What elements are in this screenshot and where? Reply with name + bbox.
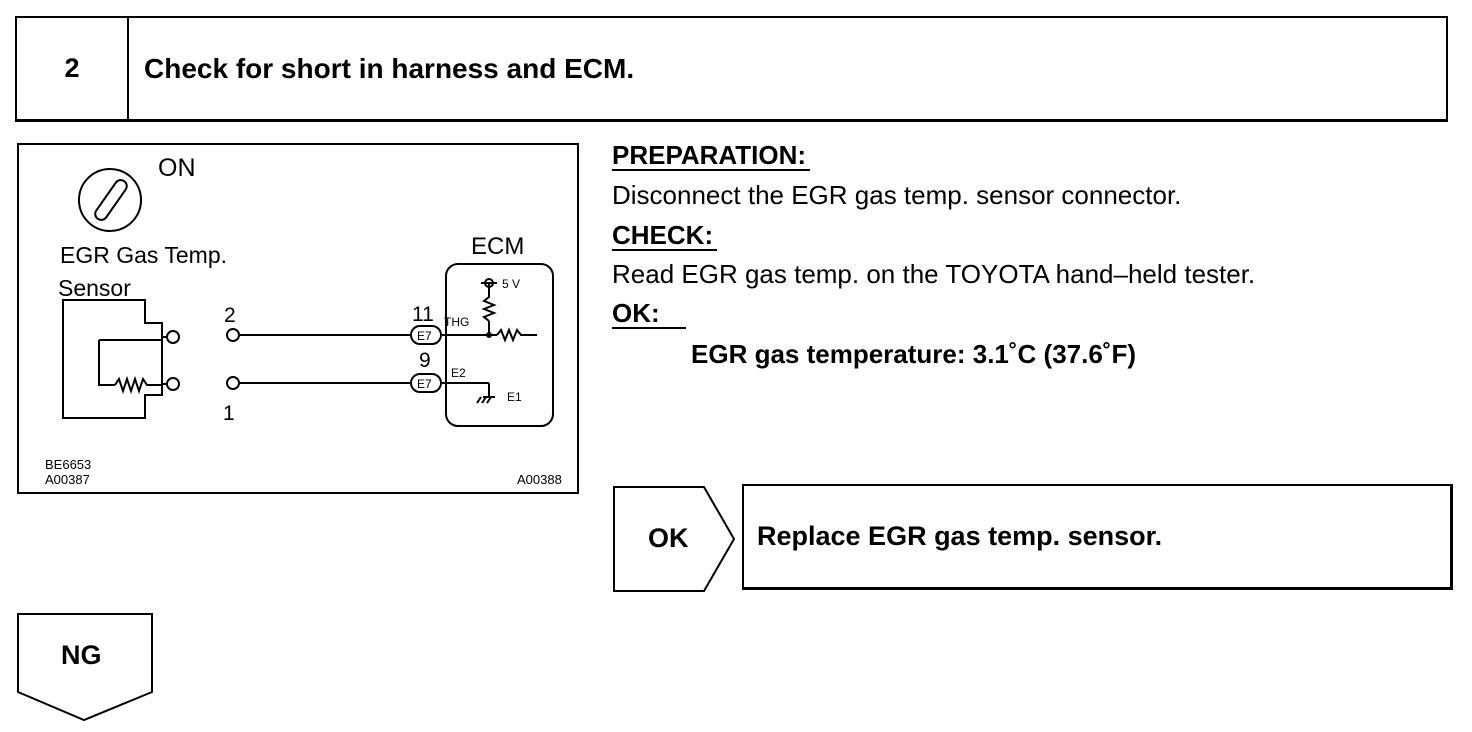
preparation-text: Disconnect the EGR gas temp. sensor conn… xyxy=(612,180,1182,210)
ok-section: OK: xyxy=(612,299,686,330)
figure-code-left-1: BE6653 xyxy=(45,457,91,472)
ignition-switch-icon xyxy=(78,168,142,232)
ok-specification: EGR gas temperature: 3.1˚C (37.6˚F) xyxy=(691,339,1137,369)
wiring-diagram: ON EGR Gas Temp. Sensor ECM 2 1 11 9 E7 … xyxy=(17,143,579,494)
ok-heading: OK: xyxy=(612,299,686,330)
signal-thg-label: THG xyxy=(444,315,469,329)
figure-code-left-2: A00387 xyxy=(45,472,90,487)
pin-2-label: 2 xyxy=(224,304,236,327)
figure-code-right: A00388 xyxy=(517,472,562,487)
pin-11-label: 11 xyxy=(412,303,434,326)
pin-1-label: 1 xyxy=(223,402,235,425)
signal-e2-label: E2 xyxy=(451,366,466,380)
sensor-label-line2: Sensor xyxy=(58,275,131,301)
step-header: 2 Check for short in harness and ECM. xyxy=(15,16,1448,122)
preparation-heading: PREPARATION: xyxy=(612,141,811,172)
ng-arrow-icon xyxy=(17,613,153,722)
ecm-label: ECM xyxy=(471,233,524,260)
check-heading: CHECK: xyxy=(612,221,718,252)
step-title: Check for short in harness and ECM. xyxy=(144,52,635,84)
ok-result-text: Replace EGR gas temp. sensor. xyxy=(757,521,1163,551)
check-section: CHECK: xyxy=(612,221,718,252)
ok-arrow-icon xyxy=(613,486,736,592)
sensor-label-line1: EGR Gas Temp. xyxy=(60,242,227,268)
step-number: 2 xyxy=(17,18,129,119)
ok-result-box: Replace EGR gas temp. sensor. xyxy=(742,484,1453,590)
connector-e7-top-label: E7 xyxy=(417,329,432,343)
signal-e1-label: E1 xyxy=(507,390,522,404)
preparation-section: PREPARATION: xyxy=(612,141,811,172)
supply-5v-label: 5 V xyxy=(502,277,520,291)
wiring-diagram-svg: ON EGR Gas Temp. Sensor ECM 2 1 11 9 E7 … xyxy=(45,154,562,487)
check-text: Read EGR gas temp. on the TOYOTA hand–he… xyxy=(612,259,1256,289)
ng-branch-label: NG xyxy=(61,640,102,670)
pin-9-label: 9 xyxy=(419,349,431,372)
switch-label: ON xyxy=(158,154,196,182)
ok-branch-label: OK xyxy=(648,523,689,553)
connector-e7-bottom-label: E7 xyxy=(417,377,432,391)
